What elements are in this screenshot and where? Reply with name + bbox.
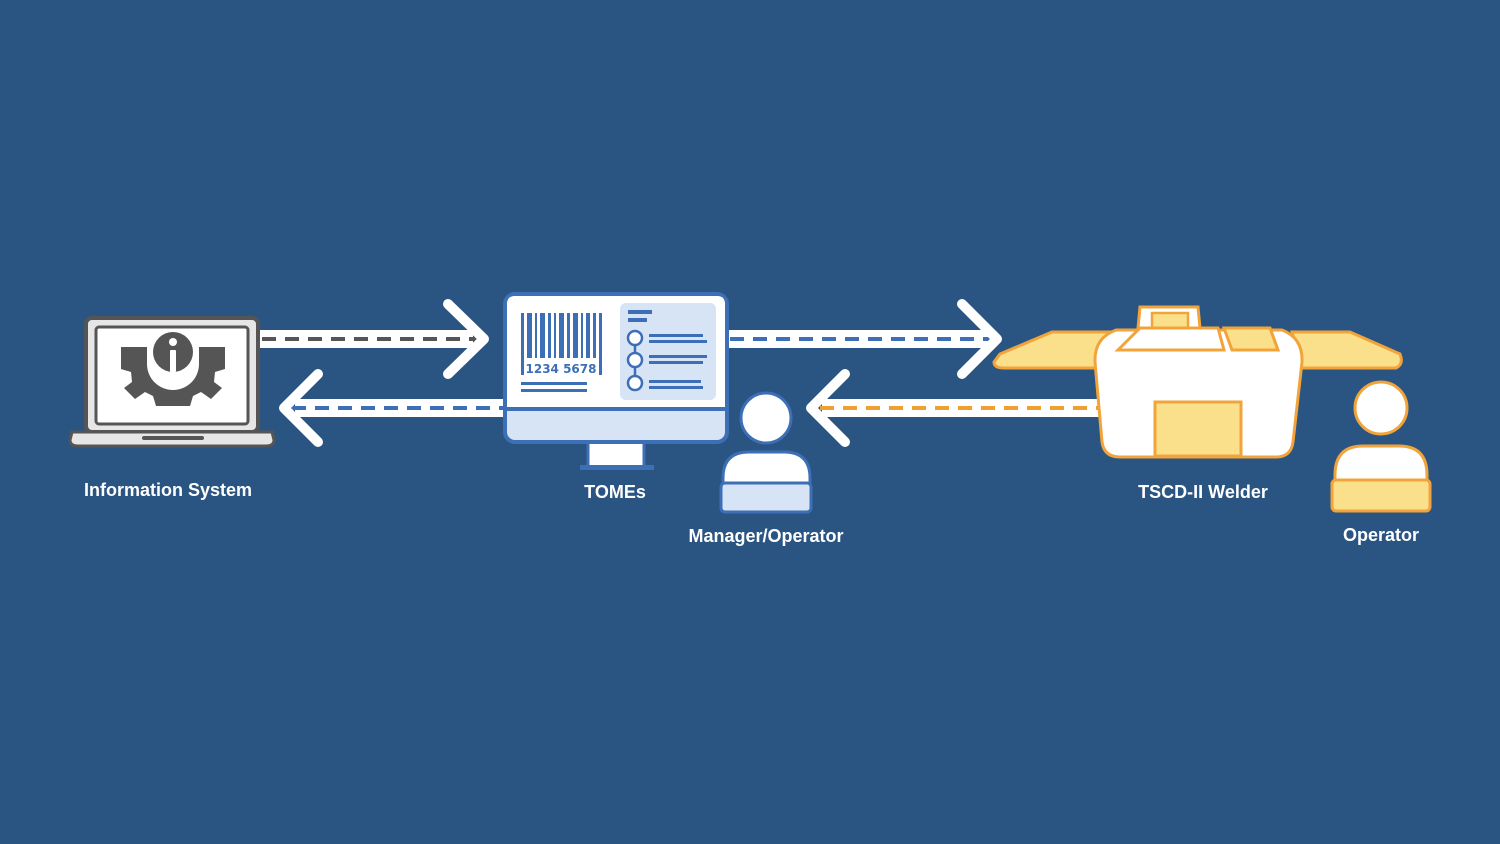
barcode-icon: [521, 313, 602, 375]
arrow-tomes-to-info: [279, 369, 507, 447]
tscd-welder-label: TSCD-II Welder: [1138, 482, 1268, 502]
manager-operator-label: Manager/Operator: [688, 526, 844, 546]
information-system-label: Information System: [83, 480, 253, 500]
information-system-icon: [68, 316, 276, 448]
arrow-welder-to-tomes: [806, 369, 1107, 447]
barcode-number: 1234 5678: [526, 362, 597, 376]
manager-operator-person-icon: [719, 391, 813, 514]
arrow-tomes-to-welder: [728, 299, 1002, 379]
checklist-icon: [626, 329, 707, 392]
tscd-welder-icon: [992, 305, 1403, 459]
info-icon: [169, 338, 177, 372]
tomes-label: TOMEs: [584, 482, 646, 502]
operator-label: Operator: [1342, 525, 1420, 545]
arrow-info-to-tomes: [258, 299, 489, 379]
tomes-monitor-icon: 1234 5678: [503, 292, 729, 470]
operator-person-icon: [1330, 380, 1432, 513]
